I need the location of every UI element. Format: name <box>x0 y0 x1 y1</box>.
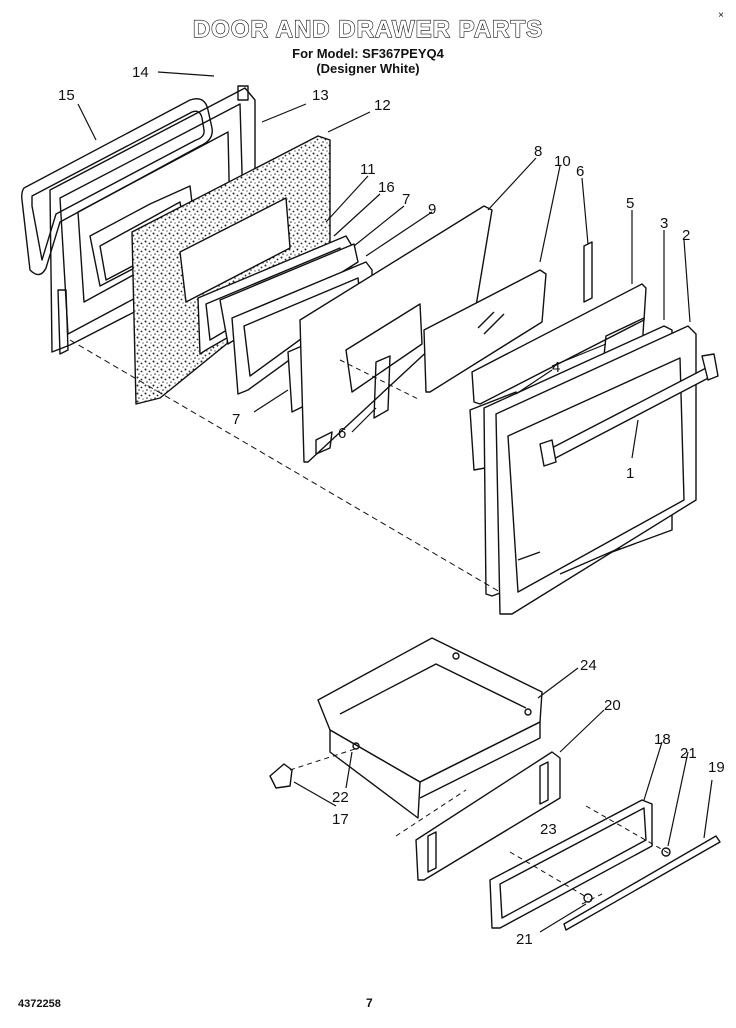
corner-mark: × <box>718 10 724 21</box>
page-title: DOOR AND DRAWER PARTS <box>192 15 544 43</box>
callout-4: 4 <box>552 359 560 376</box>
window-glass <box>423 269 547 393</box>
color-subtitle: (Designer White) <box>316 61 420 76</box>
callout-7: 7 <box>402 191 410 208</box>
callout-23: 23 <box>540 821 557 838</box>
callout-12: 12 <box>374 97 391 114</box>
callout-24: 24 <box>580 657 597 674</box>
callout-13: 13 <box>312 87 329 104</box>
callout-5: 5 <box>626 195 634 212</box>
drawer-box <box>317 637 543 819</box>
hinge-bracket-upper <box>583 241 593 303</box>
door-handle <box>539 353 719 467</box>
callout-19: 19 <box>708 759 725 776</box>
callout-14: 14 <box>132 64 149 81</box>
drawer-rail <box>563 835 721 931</box>
document-number: 4372258 <box>18 998 61 1010</box>
page-number: 7 <box>366 996 373 1010</box>
callout-11: 11 <box>360 161 376 178</box>
drawer-trim <box>489 799 653 929</box>
outer-door-panel <box>483 325 697 615</box>
callout-20: 20 <box>604 697 621 714</box>
callout-8: 8 <box>534 143 542 160</box>
callout-17: 17 <box>332 811 349 828</box>
callout-15: 15 <box>58 87 75 104</box>
fastener <box>583 847 671 903</box>
drawer-glide-bracket <box>269 742 360 789</box>
callout-21: 21 <box>680 745 697 762</box>
model-subtitle: For Model: SF367PEYQ4 <box>292 46 444 61</box>
callout-2: 2 <box>682 227 690 244</box>
callout-21-lower: 21 <box>516 931 533 948</box>
callout-6: 6 <box>576 163 584 180</box>
callout-18: 18 <box>654 731 671 748</box>
callout-22: 22 <box>332 789 349 806</box>
callout-16: 16 <box>378 179 395 196</box>
callout-3: 3 <box>660 215 668 232</box>
callout-7-lower: 7 <box>232 411 240 428</box>
callout-10: 10 <box>554 153 571 170</box>
callout-6-lower: 6 <box>338 425 346 442</box>
callout-9: 9 <box>428 201 436 218</box>
drawer-front-panel <box>415 751 561 881</box>
callout-1: 1 <box>626 465 634 482</box>
